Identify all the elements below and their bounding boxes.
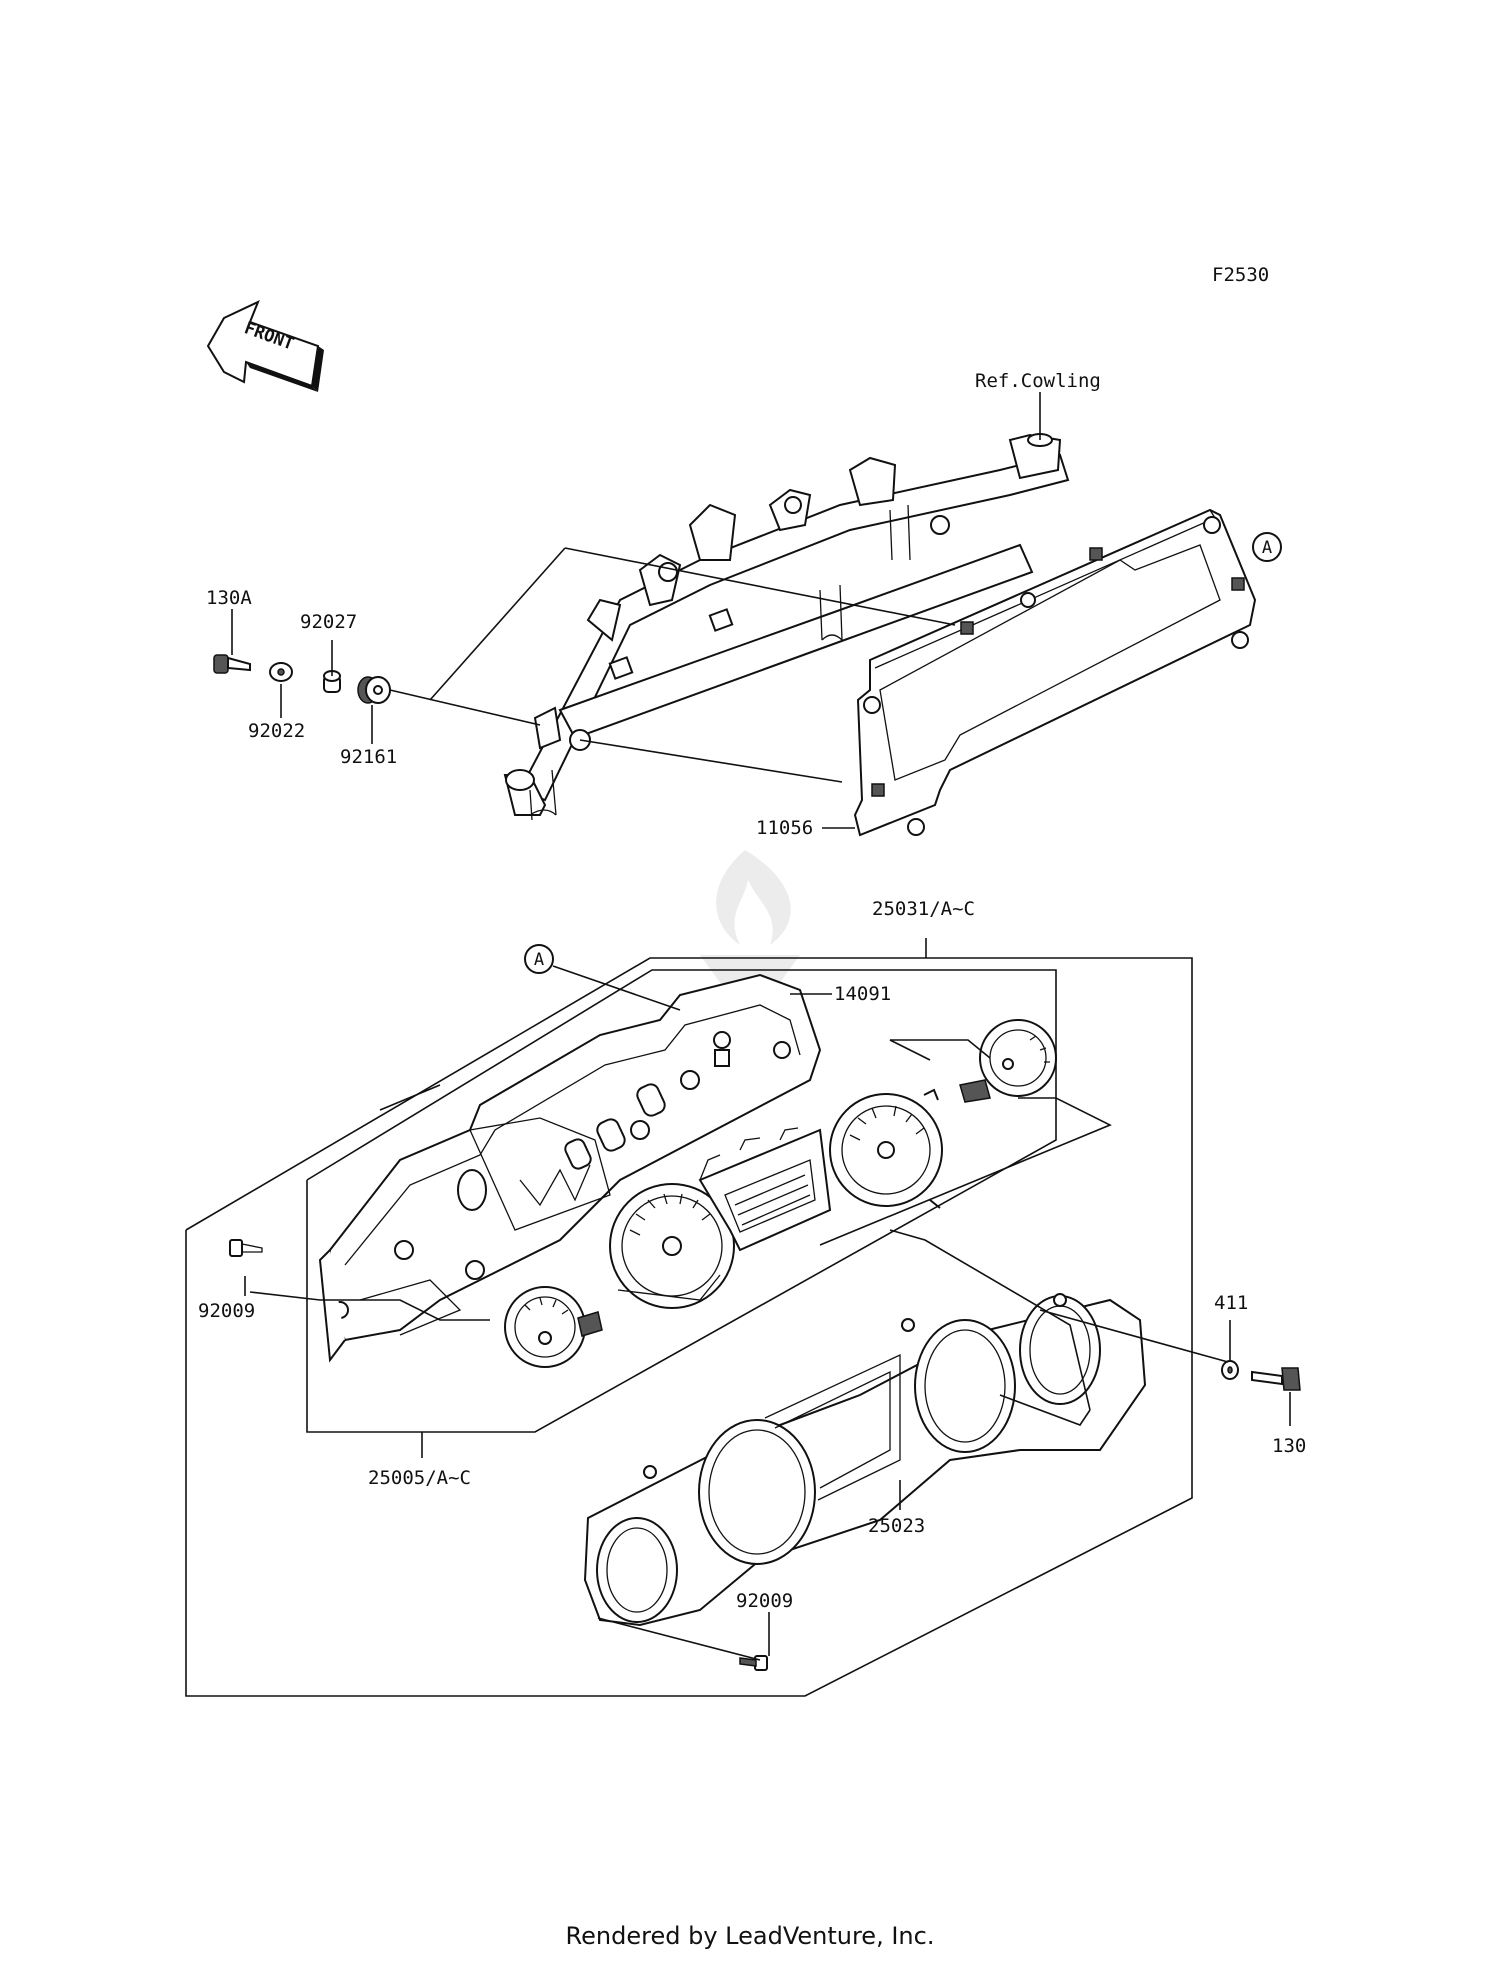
footer-credit: Rendered by LeadVenture, Inc.	[566, 1922, 935, 1950]
label-25031: 25031/A~C	[872, 898, 975, 920]
meter-trim-cover	[583, 1293, 1147, 1627]
leader-lines-lower	[244, 965, 1291, 1661]
group-bracket-25005	[306, 969, 1057, 1433]
label-25005: 25005/A~C	[368, 1467, 471, 1489]
tachometer-dial	[829, 1088, 943, 1209]
leader-lines-upper	[231, 392, 1269, 829]
ref-marker-a-top-label: A	[1262, 538, 1272, 558]
fuel-gauge-right	[959, 1019, 1057, 1103]
label-92161: 92161	[340, 746, 397, 768]
screw-92009-left-icon	[229, 1239, 263, 1257]
group-bracket-25031	[185, 957, 1193, 1697]
meter-cover-panel	[853, 508, 1257, 837]
label-25023: 25023	[868, 1515, 925, 1537]
label-11056: 11056	[756, 817, 813, 839]
temp-gauge-left	[504, 1286, 603, 1368]
label-130A: 130A	[206, 587, 252, 609]
label-14091: 14091	[834, 983, 891, 1005]
screw-92009-bottom-icon	[739, 1655, 768, 1671]
front-direction-arrow-icon: FRONT	[206, 300, 324, 392]
label-92009-left: 92009	[198, 1300, 255, 1322]
grommet-92161-icon	[357, 676, 391, 704]
label-ref-cowling: Ref.Cowling	[975, 370, 1101, 392]
washer-92022-icon	[269, 662, 293, 682]
lcd-display-unit	[698, 1127, 832, 1252]
speedometer-dial	[609, 1183, 735, 1309]
bolt-130A-icon	[213, 654, 251, 674]
label-411: 411	[1214, 1292, 1248, 1314]
label-92027: 92027	[300, 611, 357, 633]
ref-marker-a-bottom: A	[524, 944, 554, 974]
diagram-code: F2530	[1212, 264, 1269, 286]
ref-marker-a-top: A	[1252, 532, 1282, 562]
washer-411-icon	[1221, 1360, 1239, 1380]
meter-housing-rear-case	[318, 973, 822, 1363]
meter-bracket-frame	[503, 433, 1070, 821]
bolt-130-icon	[1251, 1367, 1301, 1391]
label-92009-bottom: 92009	[736, 1590, 793, 1612]
label-92022: 92022	[248, 720, 305, 742]
ref-marker-a-bottom-label: A	[534, 950, 544, 970]
label-130: 130	[1272, 1435, 1306, 1457]
